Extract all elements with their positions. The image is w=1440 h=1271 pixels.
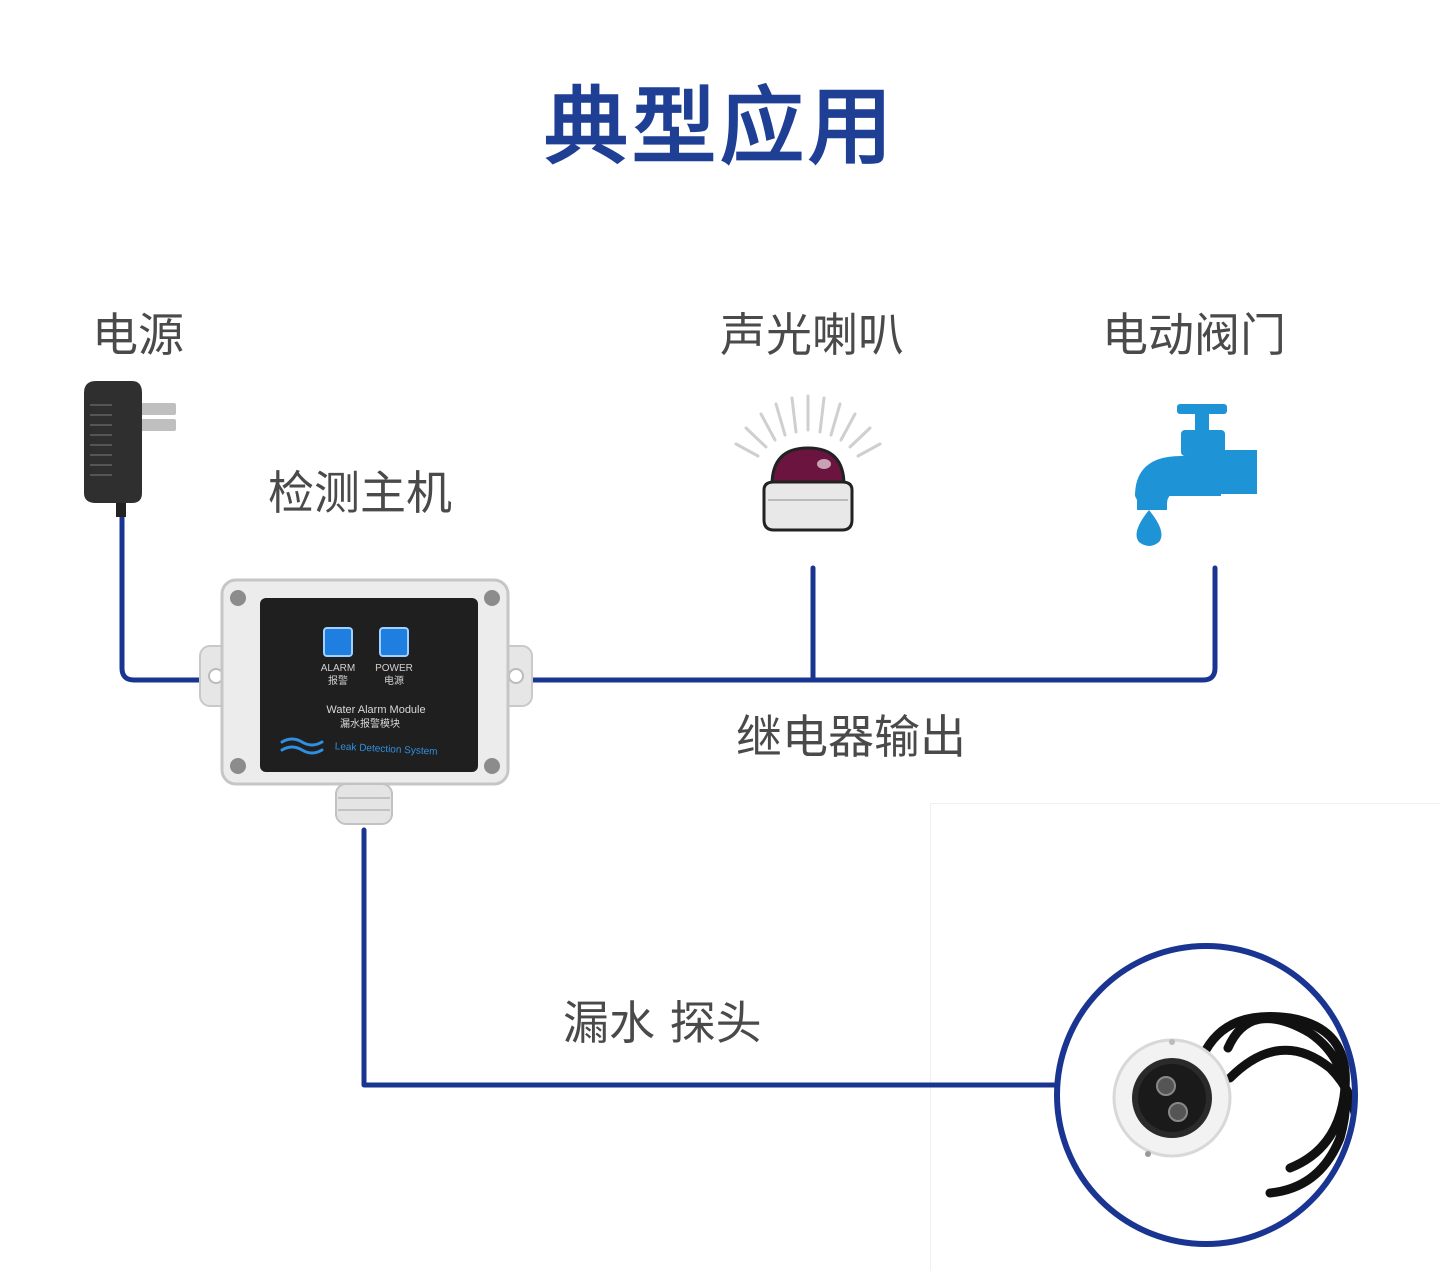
power-en-text: POWER	[375, 663, 413, 674]
probe-wire	[361, 827, 1061, 1088]
model-cn-text: 漏水报警模块	[340, 717, 400, 730]
leak-probe-image	[1054, 943, 1358, 1247]
faucet-valve-icon	[1135, 404, 1257, 546]
power-adapter-icon	[84, 381, 176, 517]
alarm-indicator	[323, 627, 353, 657]
probe-electrode-top	[1156, 1076, 1176, 1096]
brand-text: Leak Detection System	[334, 741, 437, 757]
wave-logo-icon	[280, 737, 324, 755]
siren-icon	[734, 394, 882, 532]
page-title: 典型应用	[543, 78, 896, 176]
power-indicator	[379, 627, 409, 657]
probe-electrode-bottom	[1168, 1102, 1188, 1122]
probe-label: 漏水 探头	[563, 996, 762, 1050]
alarm-cn-text: 报警	[328, 674, 348, 687]
probe-background-panel	[930, 803, 1440, 1271]
controller-label: 检测主机	[268, 466, 452, 520]
siren-label: 声光喇叭	[720, 308, 904, 362]
relay-wire	[507, 565, 1218, 683]
power-cn-text: 电源	[384, 674, 404, 687]
valve-label: 电动阀门	[1102, 308, 1286, 362]
power-wire	[119, 512, 225, 683]
relay-output-label: 继电器输出	[736, 710, 966, 764]
controller-unit: ALARM 报警 POWER 电源 Water Alarm Module 漏水报…	[199, 578, 533, 825]
model-en-text: Water Alarm Module	[326, 704, 425, 716]
power-label: 电源	[92, 308, 184, 362]
alarm-en-text: ALARM	[321, 663, 355, 674]
